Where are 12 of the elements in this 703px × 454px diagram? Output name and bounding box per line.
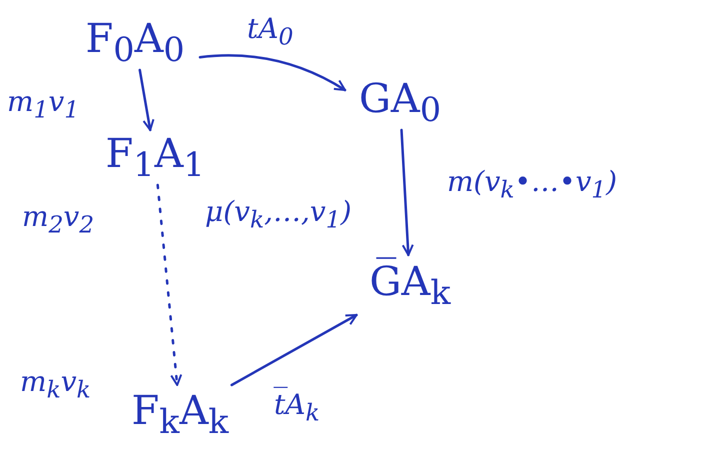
math-label: μ(v$_{k}$,…,v$_{1}$)	[205, 195, 352, 234]
math-term: G̅A$_{k}$	[345, 255, 475, 315]
math-term: F$_{0}$A$_{0}$	[70, 15, 200, 70]
arrow	[198, 54, 346, 92]
arrow	[138, 68, 154, 132]
arrow	[156, 184, 182, 386]
math-term: F$_{k}$A$_{k}$	[110, 385, 250, 443]
math-term: F$_{1}$A$_{1}$	[95, 130, 215, 185]
arrow	[230, 314, 358, 386]
math-term: GA$_{0}$	[345, 75, 455, 130]
arrow	[400, 128, 414, 256]
math-label: m$_{k}$v$_{k}$	[20, 365, 91, 404]
